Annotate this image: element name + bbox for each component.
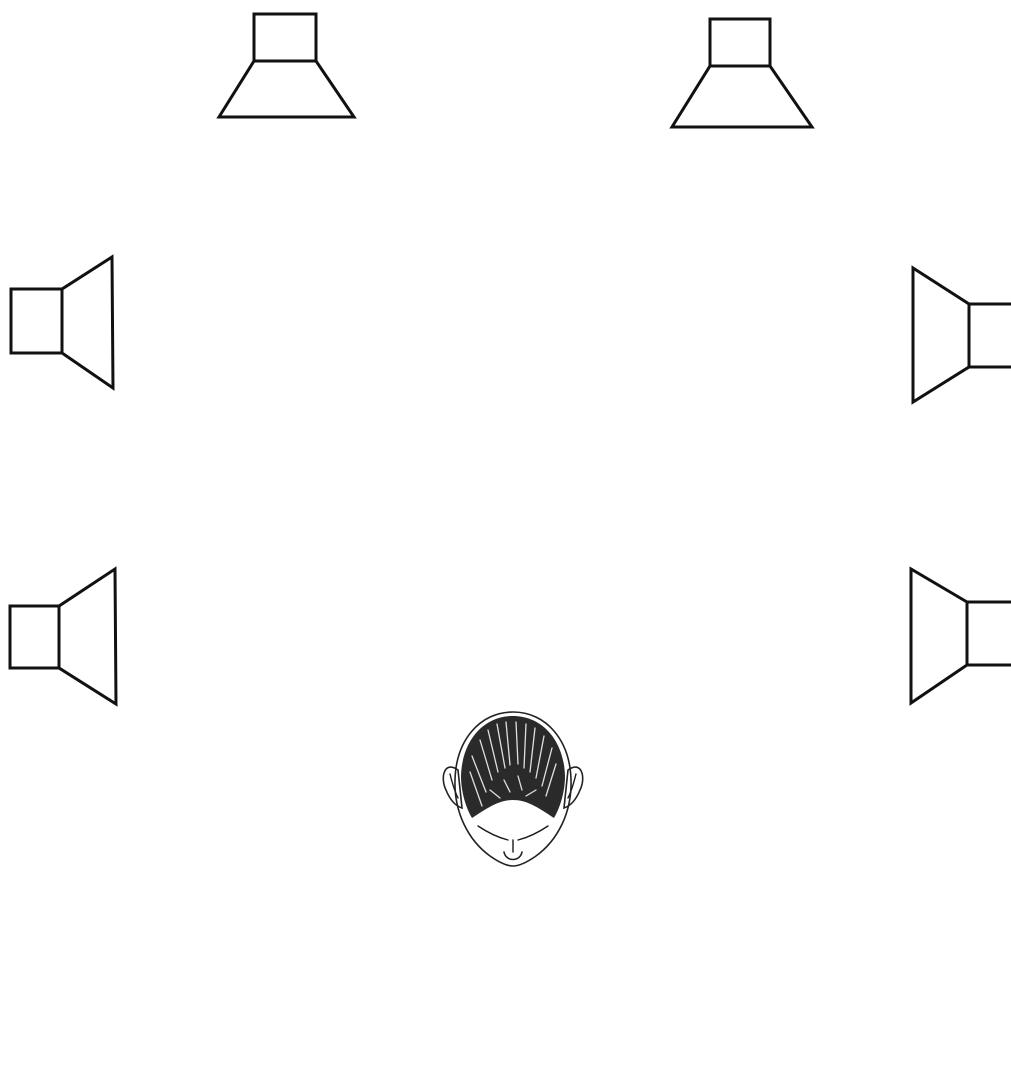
listener-head-icon	[443, 712, 582, 866]
speaker-side-right-icon	[913, 268, 1011, 402]
speaker-side-left-icon	[11, 257, 113, 388]
speaker-rear-left-icon	[10, 569, 116, 704]
speaker-rear-right-icon	[911, 569, 1011, 703]
speaker-front-right-icon	[672, 19, 812, 127]
speaker-front-left-icon	[219, 14, 354, 117]
